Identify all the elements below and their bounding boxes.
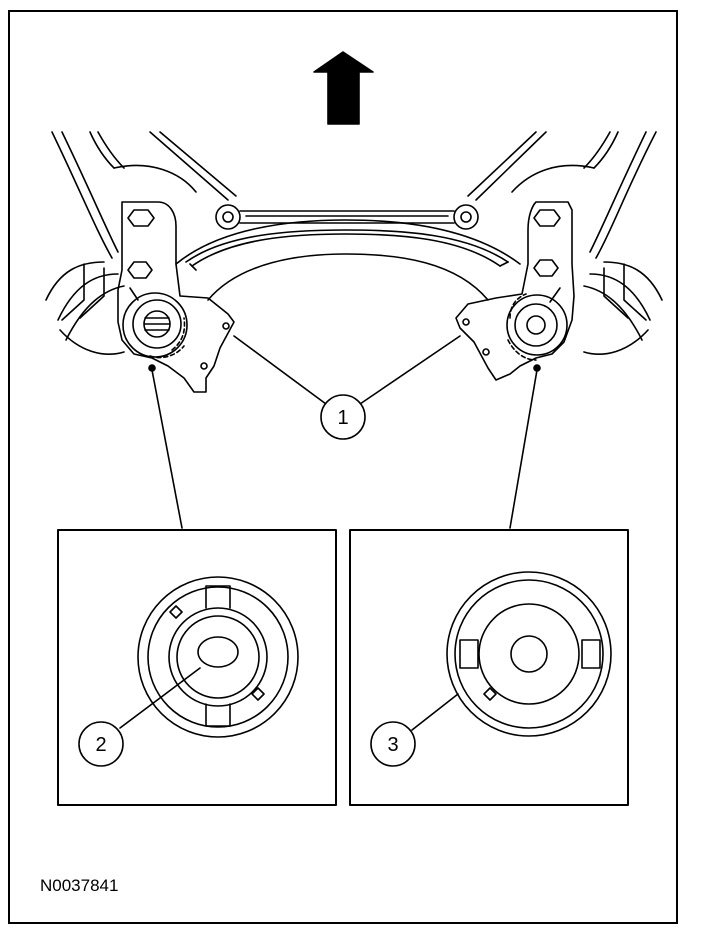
upper-rail [215, 204, 479, 230]
callout-3-label: 3 [387, 734, 398, 756]
front-arrow-icon [313, 51, 374, 125]
callout-1-label: 1 [337, 407, 348, 429]
callout-2-label: 2 [95, 734, 106, 756]
right-tensioner-pulley [506, 293, 568, 372]
callout-1: 1 [320, 394, 366, 440]
callout-3: 3 [370, 721, 416, 767]
left-tensioner-bracket [117, 201, 235, 393]
detail-box-2 [57, 529, 337, 806]
callout-2: 2 [78, 721, 124, 767]
right-tensioner-bracket [455, 201, 575, 381]
detail-box-3 [349, 529, 629, 806]
left-tensioner-pulley [122, 292, 188, 372]
leader-lines [151, 335, 538, 529]
engine-outline-left [45, 131, 237, 355]
engine-outline-right [467, 131, 663, 355]
figure-id: N0037841 [40, 876, 119, 895]
front-cover-arch [175, 219, 521, 301]
